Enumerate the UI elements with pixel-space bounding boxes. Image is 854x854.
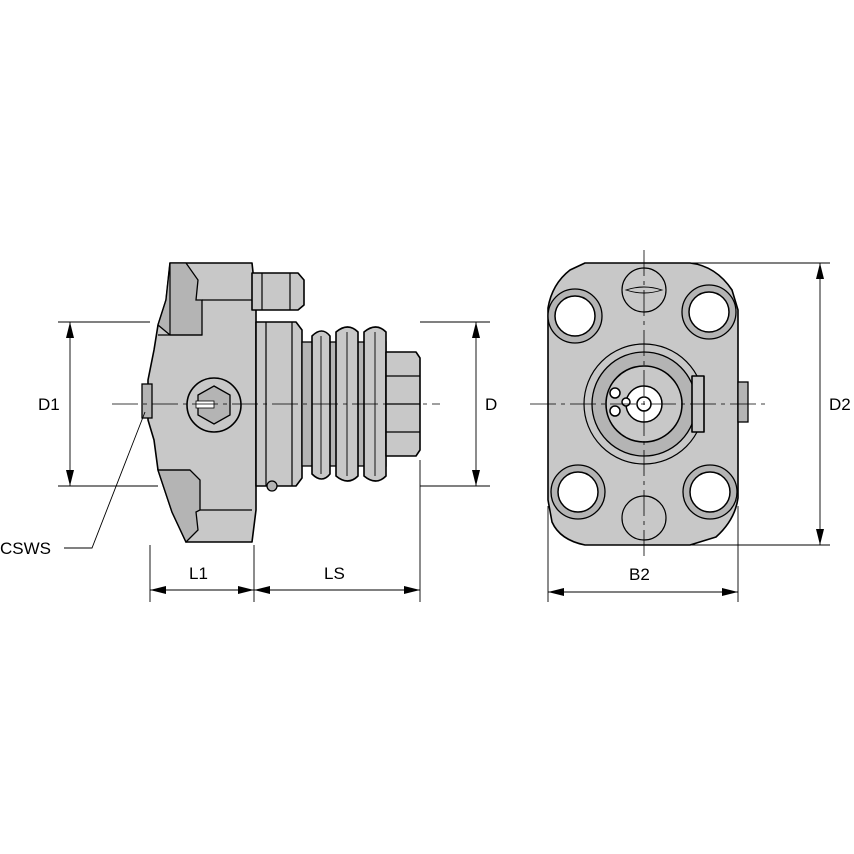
dimension-d2: D2 — [690, 262, 851, 546]
collar-pin — [266, 480, 278, 492]
ls-label: LS — [324, 564, 345, 583]
l1-label: L1 — [189, 564, 208, 583]
csws-nub — [141, 383, 153, 419]
dimension-l1: L1 — [149, 545, 255, 602]
drive-pin — [251, 272, 305, 311]
side-nub — [737, 381, 749, 423]
side-view — [112, 262, 440, 544]
d2-label: D2 — [829, 395, 851, 414]
top-bore-slot — [624, 286, 664, 294]
dimension-d: D — [420, 321, 497, 487]
dimension-b2: B2 — [547, 506, 739, 602]
flange-face — [157, 262, 203, 336]
csws-label: CSWS — [0, 539, 51, 558]
bolt-hole-bottom-right — [682, 464, 738, 520]
callout-csws: CSWS — [0, 411, 146, 558]
bolt-hole-bottom-left — [550, 464, 606, 520]
dimension-ls: LS — [254, 460, 421, 602]
dimension-d1: D1 — [38, 321, 158, 487]
flange-face-lower — [157, 469, 201, 544]
d-label: D — [485, 395, 497, 414]
b2-label: B2 — [629, 565, 650, 584]
bolt-hole-top-left — [547, 288, 603, 344]
hex-socket-screw — [186, 377, 242, 433]
bolt-hole-top-right — [681, 284, 737, 340]
d1-label: D1 — [38, 395, 60, 414]
front-view — [530, 250, 768, 556]
